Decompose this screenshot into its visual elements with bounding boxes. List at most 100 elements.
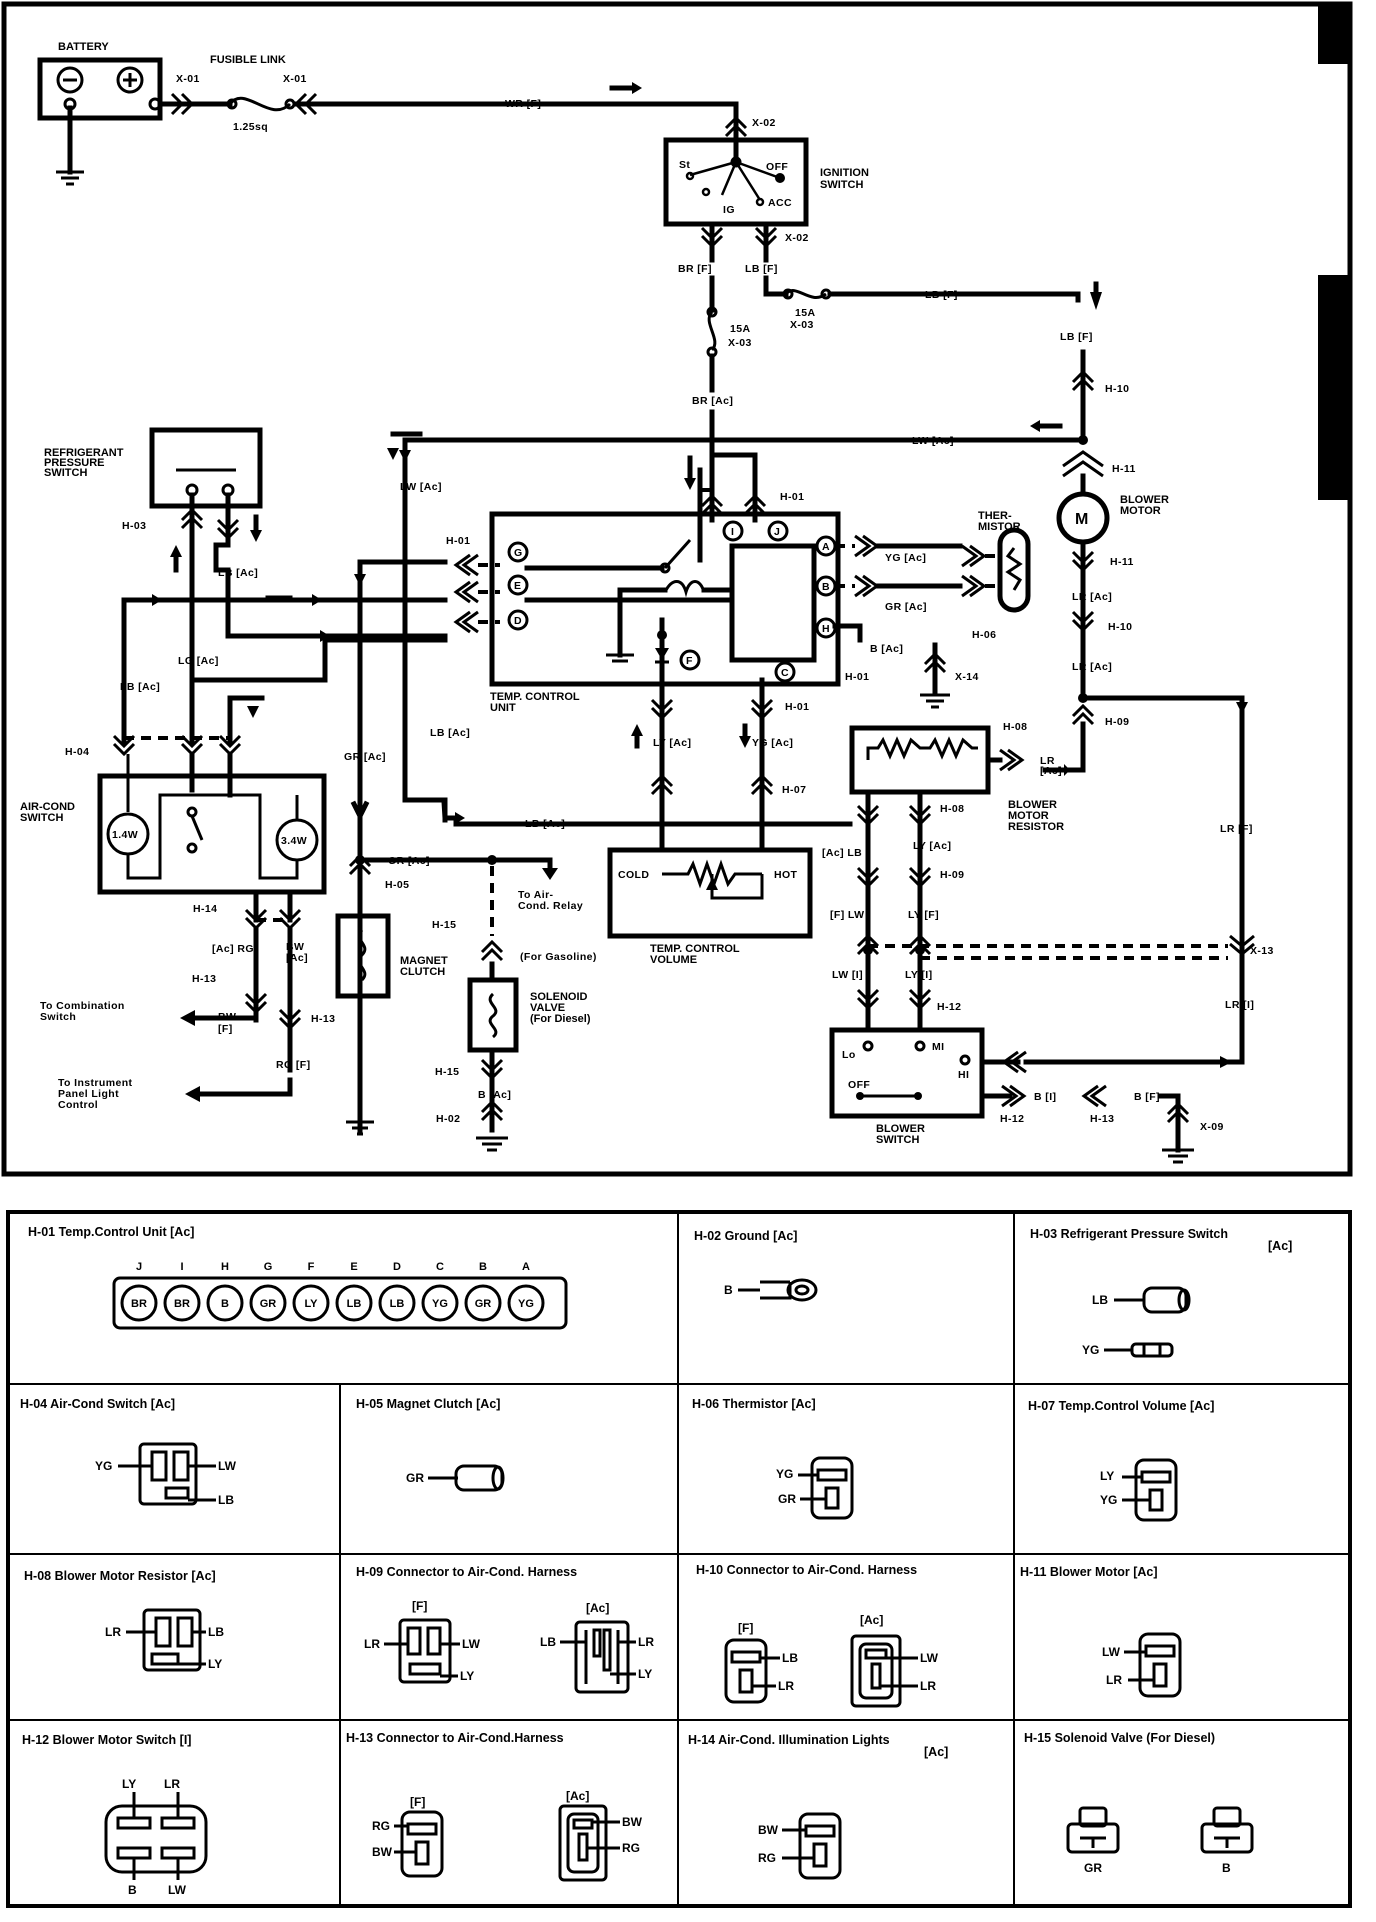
clutch-label-2: CLUTCH [400,966,445,978]
schematic-frame [1,1,1353,1177]
panel-h03-title: H-03 Refrigerant Pressure Switch [1030,1227,1228,1241]
bs-off-label: OFF [848,1079,870,1091]
wire-br-f: BR [F] [678,263,712,275]
ignition-switch: X-02 St OFF IG ACC IGNITION SWITCH X-02 … [663,115,869,275]
panel-h15-title: H-15 Solenoid Valve (For Diesel) [1024,1731,1215,1745]
h01-pin-i [163,1284,201,1322]
h09-ac-label: [Ac] [586,1601,609,1615]
fusible-link: FUSIBLE LINK X-01 X-01 1.25sq WR [F] [157,54,739,133]
h01-pin-c [421,1284,459,1322]
h01-bottom-label: H-01 [785,701,809,713]
ignition-switch-label-1: IGNITION [820,167,869,179]
h01-pin-f [292,1284,330,1322]
h01-pin-wire-j: BR [131,1298,147,1310]
h10-lw-label: LW [920,1651,939,1665]
fuse-15a-br-label: 15A [730,323,750,335]
blower-motor-label-1: BLOWER [1120,494,1169,506]
wire-lg-ac: LG [Ac] [178,655,219,667]
h09-lw-label-f: LW [462,1637,481,1651]
wire-lr-ac-b: LR [1040,755,1055,767]
h01-pin-wire-e: LB [347,1298,362,1310]
h07-ly-label: LY [1100,1469,1114,1483]
panel-h09-title: H-09 Connector to Air-Cond. Harness [356,1565,577,1579]
wire-ly-i: LY [I] [905,969,933,981]
wire-yg-ac-bottom: YG [Ac] [752,737,793,749]
x01-right-label: X-01 [283,73,307,85]
magnet-clutch: H-05 GR [Ac] MAGNET CLUTCH [335,797,495,1136]
refrig-label-3: SWITCH [44,467,87,479]
wire-ly-f: LY [F] [908,909,939,921]
term-f: F [686,655,693,667]
wire-lb-f-ign: LB [F] [745,263,778,275]
h02-label: H-02 [436,1113,460,1125]
h10-lb-label: LB [782,1651,798,1665]
panel-h06: H-06 Thermistor [Ac] YG GR [692,1397,854,1520]
tcu-label-1: TEMP. CONTROL [490,691,580,703]
h11-bottom-label: H-11 [1110,556,1134,568]
h02-b-label: B [724,1283,733,1297]
panel-h03: H-03 Refrigerant Pressure Switch [Ac] LB… [1030,1227,1292,1358]
h04-lb-label: LB [218,1493,234,1507]
fusible-link-label: FUSIBLE LINK [210,54,286,66]
term-g: G [514,547,523,559]
to-relay-label-1: To Air- [518,889,554,901]
wire-lr-i: LR [I] [1225,999,1254,1011]
h07-yg-label: YG [1100,1493,1117,1507]
wire-lw-ac-left: LW [Ac] [400,481,442,493]
h01-pin-housing [112,1276,568,1330]
h09-ly-label-f: LY [460,1669,474,1683]
bs-mi-label: MI [932,1041,944,1053]
panel-h14-title: H-14 Air-Cond. Illumination Lights [688,1733,890,1747]
to-instrument-label-1: To Instrument [58,1077,133,1089]
h01-pin-letter-g: G [264,1261,273,1273]
to-combination-label-1: To Combination [40,1000,125,1012]
ign-off-label: OFF [766,161,788,173]
ignition-switch-label-2: SWITCH [820,179,863,191]
h01-pin-letter-e: E [350,1261,357,1273]
wire-f-lw: [F] LW [830,909,864,921]
h10-ac-label: [Ac] [860,1613,883,1627]
h01-pin-b [464,1284,502,1322]
temp-control-unit: TEMP. CONTROL UNIT H-01 G E D [446,452,841,723]
wire-lb-ac-left: LB [Ac] [120,681,160,693]
panel-h07: H-07 Temp.Control Volume [Ac] LY YG [1028,1399,1214,1522]
h01-pin-wire-i: BR [174,1298,190,1310]
h05-gr-label: GR [406,1471,424,1485]
solenoid-label-1: SOLENOID [530,991,588,1003]
for-gasoline-label: (For Gasoline) [520,951,597,963]
h01-pin-letter-d: D [393,1261,401,1273]
wire-lr-ac-2: LR [Ac] [1072,661,1112,673]
wire-bw-f-2: [F] [218,1023,233,1035]
x02-top-label: X-02 [752,117,776,129]
h04-lw-label: LW [218,1459,237,1473]
wire-lb-f-right: LB [F] [1060,331,1093,343]
fusible-size-label: 1.25sq [233,121,268,133]
term-e: E [514,580,521,592]
clutch-label-1: MAGNET [400,955,448,967]
x02-bottom-label: X-02 [785,232,809,244]
h08-ly-label: LY [208,1657,222,1671]
wire-lb-f-top: LB [F] [925,289,958,301]
fuse-x03-br: 15A X-03 BR [Ac] [692,275,751,458]
h01-pin-e [335,1284,373,1322]
panel-h07-title: H-07 Temp.Control Volume [Ac] [1028,1399,1214,1413]
h12-ly-label: LY [122,1777,136,1791]
h13-left-label-2: H-13 [311,1013,335,1025]
h14-rg-label: RG [758,1851,776,1865]
h01-pin-letter-h: H [221,1261,229,1273]
h06-gr-label: GR [778,1492,796,1506]
wire-bw-f-1: BW [218,1011,236,1023]
panel-h10: H-10 Connector to Air-Cond. Harness [F] … [696,1563,939,1708]
h09-f-label: [F] [412,1599,427,1613]
h10-lr-label-ac: LR [920,1679,936,1693]
panel-h11-title: H-11 Blower Motor [Ac] [1020,1565,1158,1579]
h03-lb-label: LB [1092,1293,1108,1307]
ign-st-label: St [679,159,690,171]
wire-lb-ac-bottom: LB [Ac] [525,818,565,830]
aircond-label-1: AIR-COND [20,801,75,813]
panel-h12-title: H-12 Blower Motor Switch [I] [22,1733,191,1747]
panel-h08: H-08 Blower Motor Resistor [Ac] LR LB LY [24,1569,224,1672]
h06-yg-label: YG [776,1467,793,1481]
panel-h15: H-15 Solenoid Valve (For Diesel) GR B [1024,1731,1254,1875]
blower-switch-label-2: SWITCH [876,1134,919,1146]
